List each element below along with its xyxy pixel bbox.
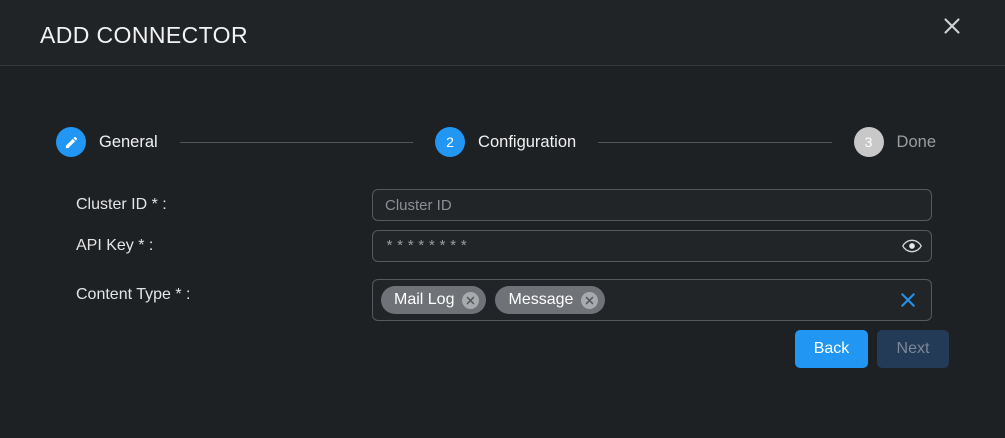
next-button[interactable]: Next bbox=[877, 330, 949, 368]
back-button[interactable]: Back bbox=[795, 330, 868, 368]
step-configuration-label: Configuration bbox=[478, 132, 577, 151]
clear-all-icon[interactable] bbox=[897, 289, 919, 311]
chip-message[interactable]: Message bbox=[495, 286, 606, 314]
api-key-field-wrap: ******** bbox=[372, 230, 932, 262]
stepper-connector-1 bbox=[179, 141, 414, 143]
cluster-id-label: Cluster ID * : bbox=[76, 196, 167, 213]
cluster-id-input[interactable] bbox=[372, 189, 932, 221]
step-general[interactable]: General bbox=[56, 127, 158, 157]
step-done[interactable]: 3 Done bbox=[853, 127, 936, 157]
dialog-body: General 2 Configuration 3 Done Cluster I… bbox=[0, 67, 1005, 438]
api-key-input[interactable] bbox=[372, 230, 932, 262]
step-general-label: General bbox=[99, 132, 158, 151]
close-icon[interactable] bbox=[935, 9, 969, 43]
eye-icon[interactable] bbox=[901, 236, 923, 256]
step-done-label: Done bbox=[896, 132, 936, 151]
page-title: ADD CONNECTOR bbox=[40, 22, 248, 48]
api-key-label: API Key * : bbox=[76, 237, 154, 254]
form-row-api-key: API Key * : ******** bbox=[76, 230, 936, 264]
dialog-actions: Back Next bbox=[0, 330, 1005, 370]
step-done-marker: 3 bbox=[853, 127, 884, 157]
content-type-field-wrap: Mail Log Message bbox=[372, 279, 932, 321]
dialog-header: ADD CONNECTOR bbox=[0, 0, 1005, 66]
pencil-icon bbox=[65, 136, 77, 148]
stepper-connector-2 bbox=[598, 141, 832, 143]
chip-remove-icon[interactable] bbox=[462, 291, 480, 309]
content-type-multiselect[interactable]: Mail Log Message bbox=[372, 279, 932, 321]
chip-mail-log[interactable]: Mail Log bbox=[381, 286, 487, 314]
cluster-id-field-wrap bbox=[372, 189, 932, 221]
chip-remove-icon[interactable] bbox=[581, 291, 599, 309]
chip-message-label: Message bbox=[508, 291, 574, 308]
stepper: General 2 Configuration 3 Done bbox=[56, 126, 936, 158]
chip-mail-log-label: Mail Log bbox=[394, 291, 455, 308]
form-row-content-type: Content Type * : Mail Log Message bbox=[76, 279, 936, 321]
content-type-label: Content Type * : bbox=[76, 286, 191, 303]
step-general-marker bbox=[56, 127, 86, 157]
step-configuration[interactable]: 2 Configuration bbox=[435, 127, 576, 157]
step-configuration-marker: 2 bbox=[435, 127, 466, 157]
form-row-cluster-id: Cluster ID * : bbox=[76, 189, 936, 223]
